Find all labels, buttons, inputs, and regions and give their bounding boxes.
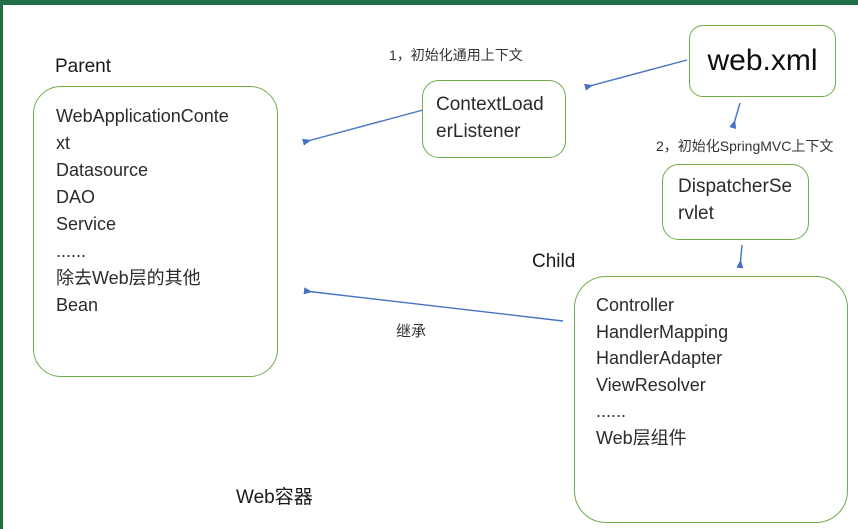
web-container-label: Web容器: [236, 487, 313, 508]
context-loader-line: erListener: [436, 121, 521, 142]
parent-box-line: Datasource: [56, 160, 149, 180]
child-context-label: Child: [532, 251, 576, 272]
context-loader-listener-box: ContextLoad erListener: [422, 80, 566, 158]
child-box-line: HandlerMapping: [596, 321, 729, 342]
child-box-line: ViewResolver: [596, 374, 706, 395]
arrow-dispatcher-to-child: [736, 244, 744, 269]
window-top-border: [0, 0, 858, 5]
step2-init-springmvc-context-label: 2，初始化SpringMVC上下文: [656, 138, 834, 154]
child-box-line: Controller: [596, 295, 675, 315]
parent-context-label: Parent: [55, 56, 111, 77]
dispatcher-servlet-line: rvlet: [678, 203, 714, 224]
parent-box-line: 除去Web层的其他: [56, 268, 201, 288]
parent-box-line: DAO: [56, 187, 96, 207]
parent-box-line: xt: [56, 133, 71, 153]
parent-box-line: WebApplicationConte: [56, 106, 229, 126]
parent-box-line: Bean: [56, 295, 99, 315]
webxml-box: web.xml: [689, 25, 836, 97]
window-left-border: [0, 0, 3, 529]
child-box-line: HandlerAdapter: [596, 348, 723, 368]
arrow-contextloader-to-parent: [302, 109, 424, 146]
webxml-title: web.xml: [707, 44, 818, 77]
context-loader-line: ContextLoad: [436, 94, 544, 115]
arrow-child-inherits-parent: [303, 287, 564, 322]
dispatcher-servlet-box: DispatcherSe rvlet: [662, 164, 809, 240]
inherit-arrow-label: 继承: [396, 323, 427, 340]
arrow-webxml-to-contextloader: [584, 59, 688, 91]
parent-box-line: Service: [56, 214, 117, 234]
step1-init-common-context-label: 1，初始化通用上下文: [389, 47, 523, 63]
child-box-line: Web层组件: [596, 427, 687, 448]
arrow-webxml-to-dispatcher: [729, 102, 741, 129]
parent-context-box: WebApplicationConte xt Datasource DAO Se…: [33, 86, 278, 377]
parent-box-line: ......: [56, 241, 87, 261]
child-box-line: ......: [596, 401, 627, 421]
dispatcher-servlet-line: DispatcherSe: [678, 176, 793, 197]
child-context-box: Controller HandlerMapping HandlerAdapter…: [574, 276, 848, 523]
